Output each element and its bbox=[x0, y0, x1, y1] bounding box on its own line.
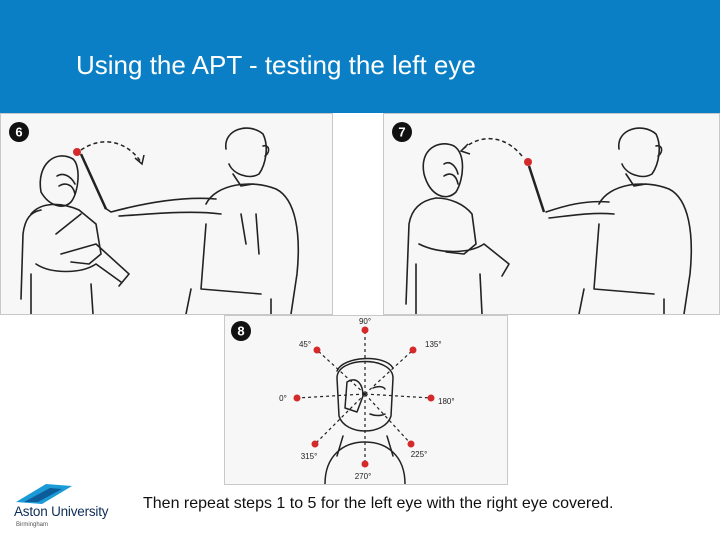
target-dots bbox=[293, 326, 435, 468]
dot-45 bbox=[313, 346, 321, 354]
slide-caption: Then repeat steps 1 to 5 for the left ey… bbox=[143, 495, 614, 512]
slide-header: Using the APT - testing the left eye bbox=[0, 0, 720, 113]
target-dot bbox=[73, 148, 81, 156]
step-6-badge: 6 bbox=[9, 122, 29, 142]
examiner-figure bbox=[545, 127, 693, 314]
illustration-step-8: 8 bbox=[224, 315, 508, 485]
logo-subtitle: Birmingham bbox=[16, 522, 49, 528]
near-point-rod bbox=[79, 153, 108, 210]
target-dot bbox=[524, 158, 532, 166]
svg-text:8: 8 bbox=[237, 324, 244, 339]
dot-180 bbox=[427, 394, 435, 402]
dot-90 bbox=[361, 326, 369, 334]
dot-225 bbox=[407, 440, 415, 448]
gaze-directions bbox=[296, 330, 432, 464]
dot-0 bbox=[293, 394, 301, 402]
step-7-drawing: 7 bbox=[392, 122, 693, 314]
angle-label-180: 180° bbox=[438, 397, 455, 406]
motion-arrow bbox=[461, 137, 523, 157]
near-point-rod bbox=[527, 165, 546, 213]
step-8-badge: 8 bbox=[231, 321, 251, 341]
patient-figure bbox=[405, 143, 510, 314]
angle-label-135: 135° bbox=[425, 340, 442, 349]
slide-title: Using the APT - testing the left eye bbox=[76, 50, 476, 80]
step-6-drawing: 6 bbox=[9, 122, 300, 314]
logo-mark-icon bbox=[16, 484, 72, 504]
svg-text:6: 6 bbox=[15, 125, 22, 140]
aston-university-logo: Aston University Birmingham bbox=[12, 484, 137, 532]
motion-arrow bbox=[80, 141, 142, 163]
angle-label-45: 45° bbox=[299, 340, 311, 349]
logo-name: Aston University bbox=[14, 504, 109, 519]
examiner-figure bbox=[104, 127, 300, 314]
angle-label-225: 225° bbox=[411, 450, 428, 459]
patient-face bbox=[324, 357, 406, 484]
illustration-step-7: 7 bbox=[383, 113, 720, 315]
dot-270 bbox=[361, 460, 369, 468]
dot-135 bbox=[409, 346, 417, 354]
dot-315 bbox=[311, 440, 319, 448]
patient-figure bbox=[20, 155, 130, 314]
step-8-drawing: 8 bbox=[231, 317, 455, 484]
angle-label-270: 270° bbox=[355, 472, 372, 481]
svg-text:7: 7 bbox=[398, 125, 405, 140]
illustration-step-6: 6 bbox=[0, 113, 333, 315]
angle-label-315: 315° bbox=[301, 452, 318, 461]
angle-label-0: 0° bbox=[279, 394, 287, 403]
step-7-badge: 7 bbox=[392, 122, 412, 142]
angle-label-90: 90° bbox=[359, 317, 371, 326]
